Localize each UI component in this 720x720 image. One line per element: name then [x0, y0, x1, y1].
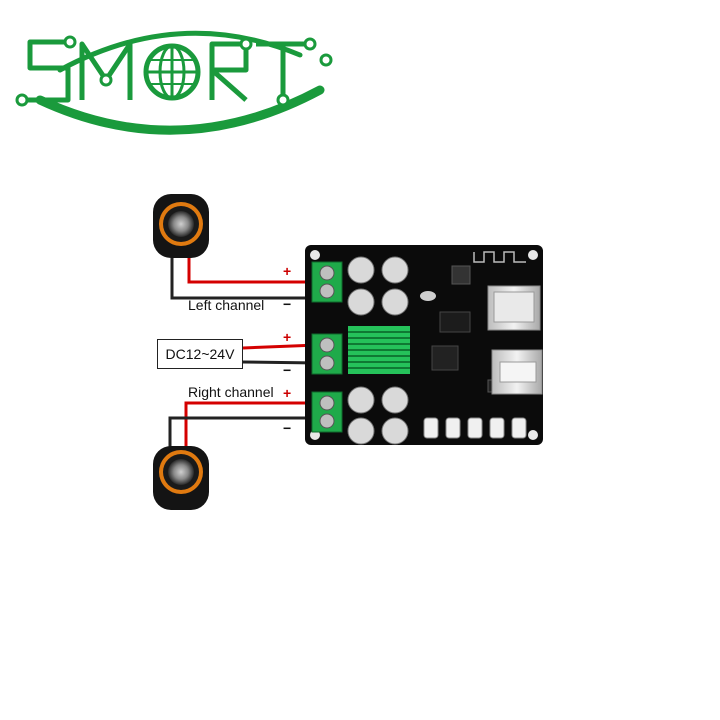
control-buttons [423, 417, 527, 439]
power-minus-sign: − [283, 362, 292, 378]
usb-port [491, 349, 543, 395]
right-channel-wires [168, 401, 318, 448]
right-minus-sign: − [283, 420, 292, 436]
globe-icon [143, 43, 201, 101]
amplifier-board [305, 245, 543, 445]
left-plus-sign: + [283, 263, 292, 279]
left-channel-label: Left channel [188, 297, 265, 313]
right-channel-label: Right channel [188, 384, 274, 400]
left-channel-wires [170, 258, 318, 300]
left-minus-sign: − [283, 296, 292, 312]
heatsink [348, 326, 410, 374]
speaker-icon [153, 446, 209, 510]
speaker-icon [153, 194, 209, 258]
capacitors [347, 256, 409, 445]
brand-logo [15, 30, 333, 135]
right-plus-sign: + [283, 385, 292, 401]
power-supply-label: DC12~24V [157, 339, 243, 369]
right-channel-terminal [311, 391, 343, 433]
power-terminal [311, 333, 343, 375]
sd-card-slot [487, 285, 541, 331]
power-plus-sign: + [283, 329, 292, 345]
power-supply-text: DC12~24V [165, 346, 235, 362]
left-channel-terminal [311, 261, 343, 303]
